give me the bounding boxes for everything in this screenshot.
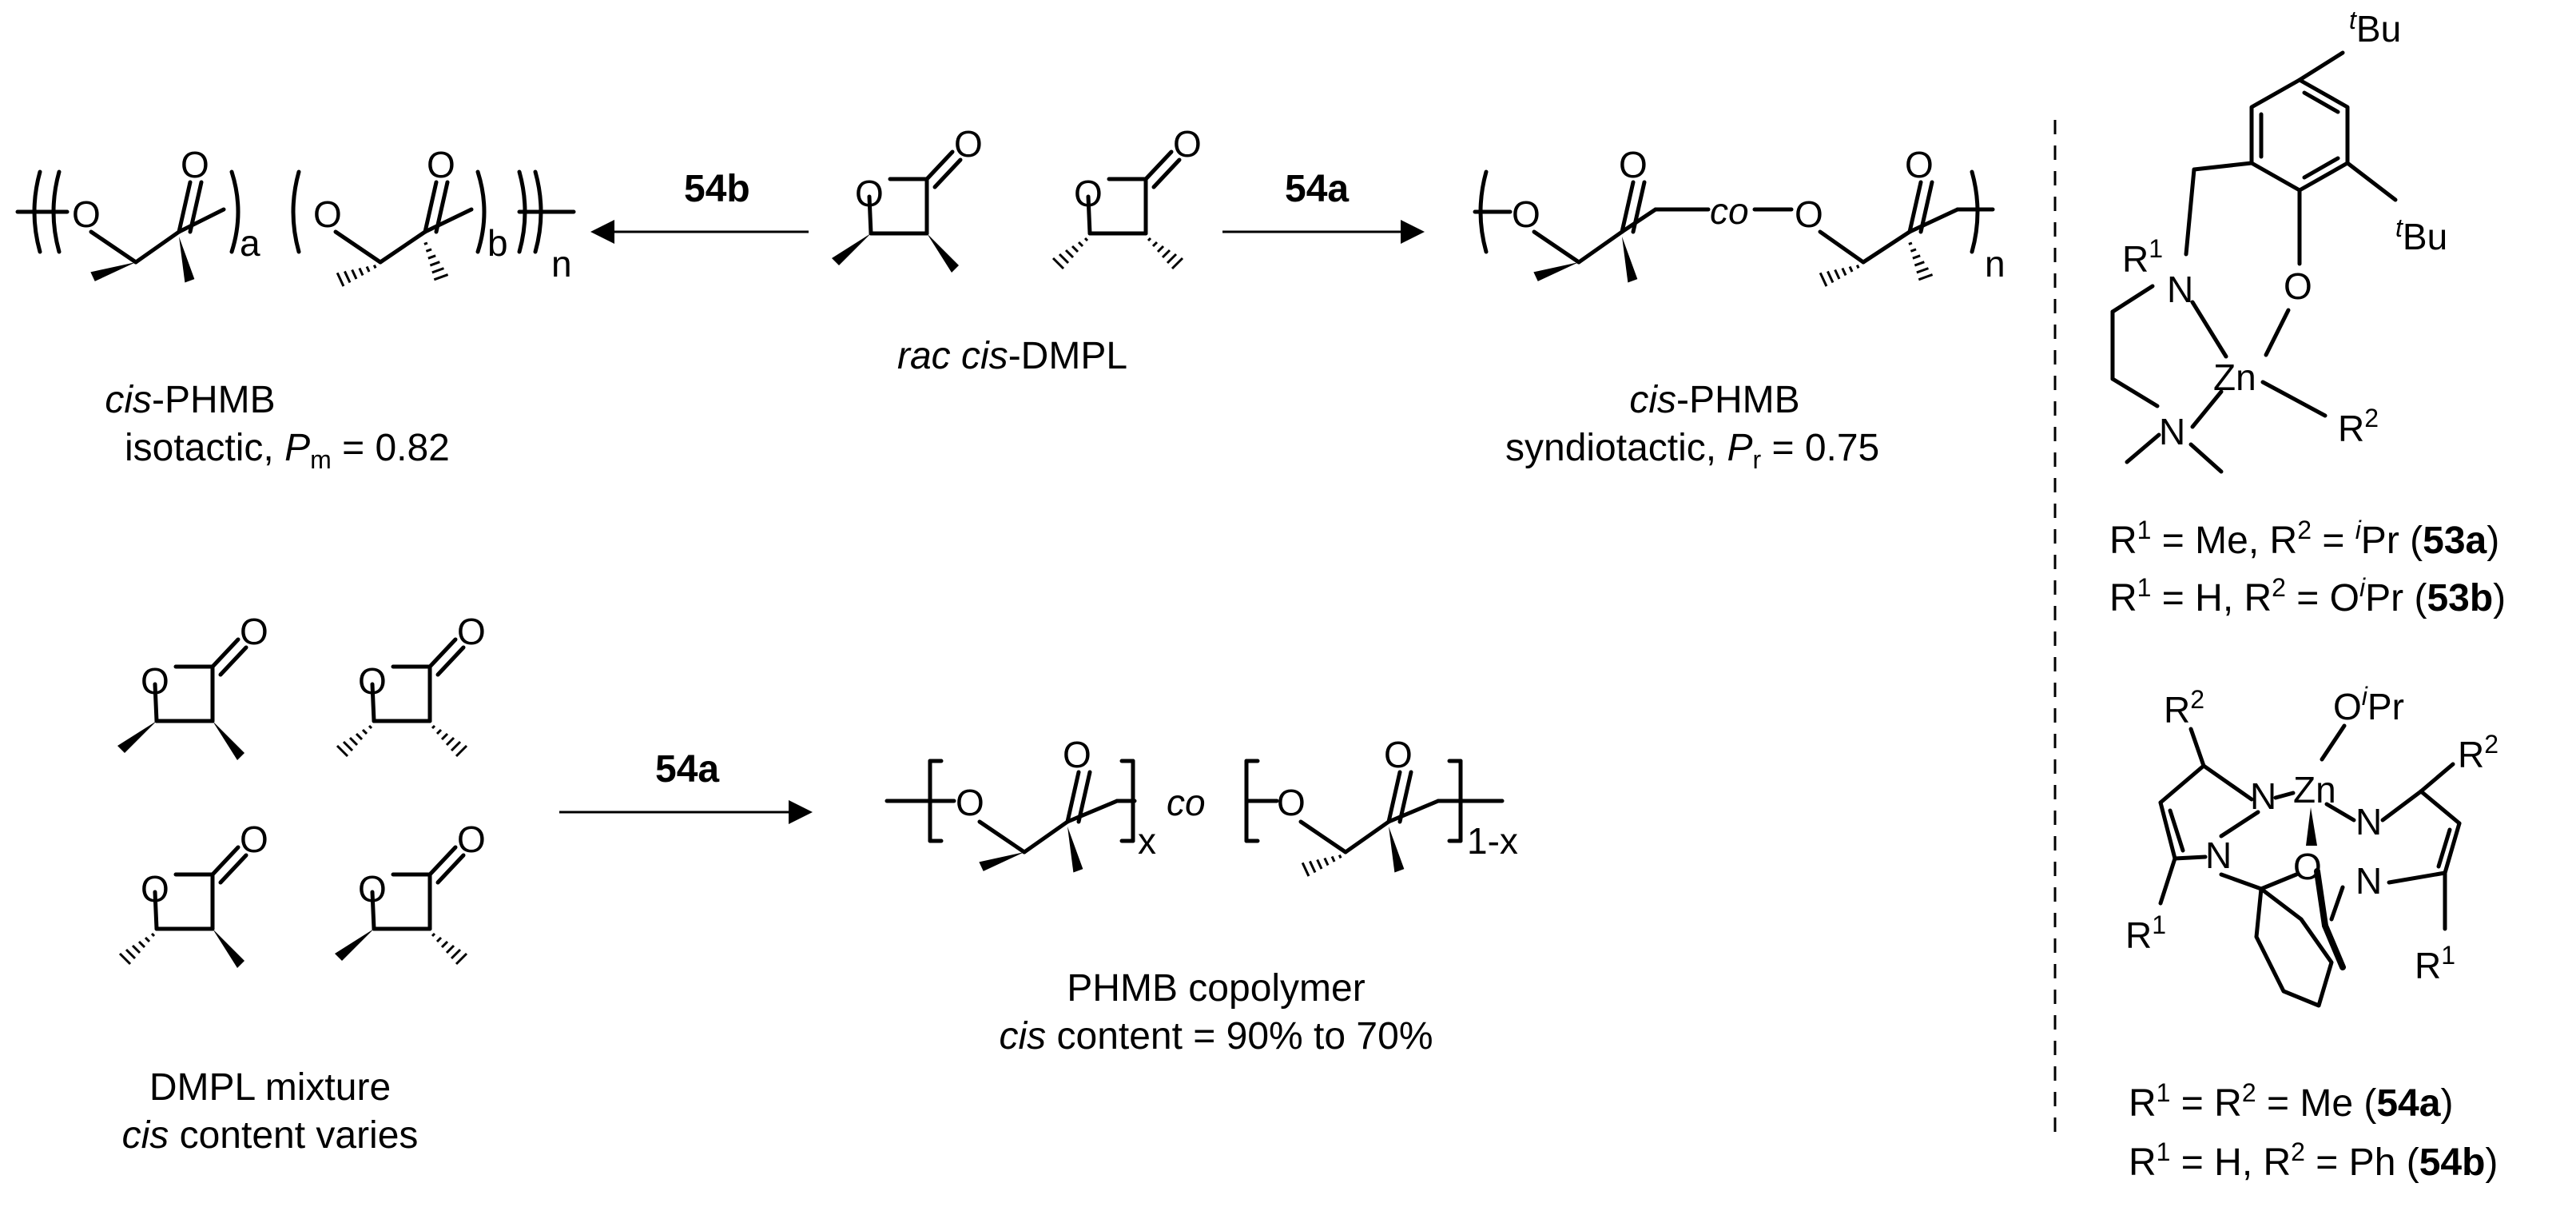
copolymer-caption-1: PHMB copolymer (1067, 967, 1365, 1010)
atom-o: O (141, 868, 169, 910)
atom-n: N (2159, 411, 2185, 452)
atom-o: O (1384, 734, 1413, 775)
polymer-isotactic: O O a O O b n (15, 144, 576, 296)
subscript-a: a (240, 222, 260, 264)
atom-o: O (1277, 782, 1306, 823)
subscript-n: n (1985, 243, 2006, 285)
o-ipr-label: OiPr (2333, 682, 2404, 727)
mixture-label-1: DMPL mixture (149, 1066, 391, 1109)
catalyst-53-structure: tBu tBu O N R1 Zn R2 N (2110, 6, 2447, 474)
polymer-syndiotactic: O O co O O n (1473, 144, 2006, 296)
mixture-lactone-1: O O (117, 611, 268, 760)
atom-o: O (457, 819, 486, 860)
atom-o: O (181, 144, 209, 185)
catalyst-54a-label: R1 = R2 = Me (54a) (2129, 1078, 2453, 1125)
r2-left: R2 (2164, 685, 2204, 731)
catalyst-54-structure: OiPr Zn N N R2 R1 N N R2 R1 O (2125, 682, 2498, 1008)
mixture-label-2: cis content varies (122, 1114, 419, 1157)
r2-label: R2 (2338, 404, 2379, 449)
tbu-top: tBu (2349, 6, 2401, 50)
atom-o: O (1074, 173, 1103, 214)
syndiotactic-pr: syndiotactic, Pr = 0.75 (1505, 427, 1879, 474)
atom-o: O (2284, 265, 2312, 307)
polymer-copolymer: O O x co O O 1-x (885, 734, 1518, 886)
atom-o: O (1173, 123, 1202, 165)
subscript-1-x: 1-x (1467, 820, 1518, 862)
catalyst-54b-label: R1 = H, R2 = Ph (54b) (2129, 1137, 2498, 1184)
atom-o: O (956, 782, 984, 823)
mixture-lactone-3: O O (118, 819, 268, 968)
atom-o: O (855, 173, 884, 214)
atom-n: N (2167, 269, 2193, 310)
r1-right: R1 (2415, 941, 2455, 986)
mixture-lactone-2: O O (336, 611, 486, 758)
atom-o: O (1905, 144, 1934, 185)
atom-o: O (358, 660, 387, 702)
atom-o: O (358, 868, 387, 910)
atom-o: O (240, 819, 268, 860)
catalyst-53a-label: R1 = Me, R2 = iPr (53a) (2109, 516, 2499, 562)
atom-o: O (141, 660, 169, 702)
atom-n: N (2355, 860, 2382, 902)
r1-left: R1 (2125, 910, 2166, 956)
tbu-right: tBu (2395, 213, 2447, 257)
subscript-x: x (1138, 820, 1156, 862)
atom-o: O (1795, 193, 1823, 235)
mixture-lactone-4: O O (335, 819, 486, 966)
monomer-top-right: O O (1051, 123, 1202, 270)
syndiotactic-name: cis-PHMB (1629, 379, 1799, 421)
subscript-n: n (551, 243, 572, 285)
isotactic-name: cis-PHMB (105, 379, 275, 421)
isotactic-pm: isotactic, Pm = 0.82 (125, 427, 450, 474)
atom-o: O (954, 123, 983, 165)
atom-n: N (2355, 801, 2382, 843)
co-label: co (1710, 190, 1749, 232)
atom-o: O (457, 611, 486, 652)
reagent-54a-bottom: 54a (655, 748, 719, 791)
reagent-54a-top: 54a (1285, 168, 1349, 210)
co-label: co (1167, 782, 1206, 823)
monomer-top-left: O O (832, 123, 983, 273)
r2-right: R2 (2458, 730, 2498, 775)
atom-o: O (1063, 734, 1091, 775)
atom-o: O (72, 193, 101, 235)
atom-o: O (240, 611, 268, 652)
atom-n: N (2250, 775, 2276, 817)
monomer-top-label: rac cis-DMPL (897, 335, 1127, 377)
atom-n: N (2205, 835, 2232, 876)
atom-o: O (427, 144, 455, 185)
catalyst-53b-label: R1 = H, R2 = OiPr (53b) (2109, 573, 2506, 619)
copolymer-caption-2: cis content = 90% to 70% (999, 1015, 1433, 1058)
atom-o: O (1619, 144, 1648, 185)
atom-o: O (1512, 193, 1540, 235)
reagent-54b: 54b (684, 168, 750, 210)
subscript-b: b (487, 222, 508, 264)
atom-o: O (313, 193, 342, 235)
r1-label: R1 (2122, 234, 2163, 280)
